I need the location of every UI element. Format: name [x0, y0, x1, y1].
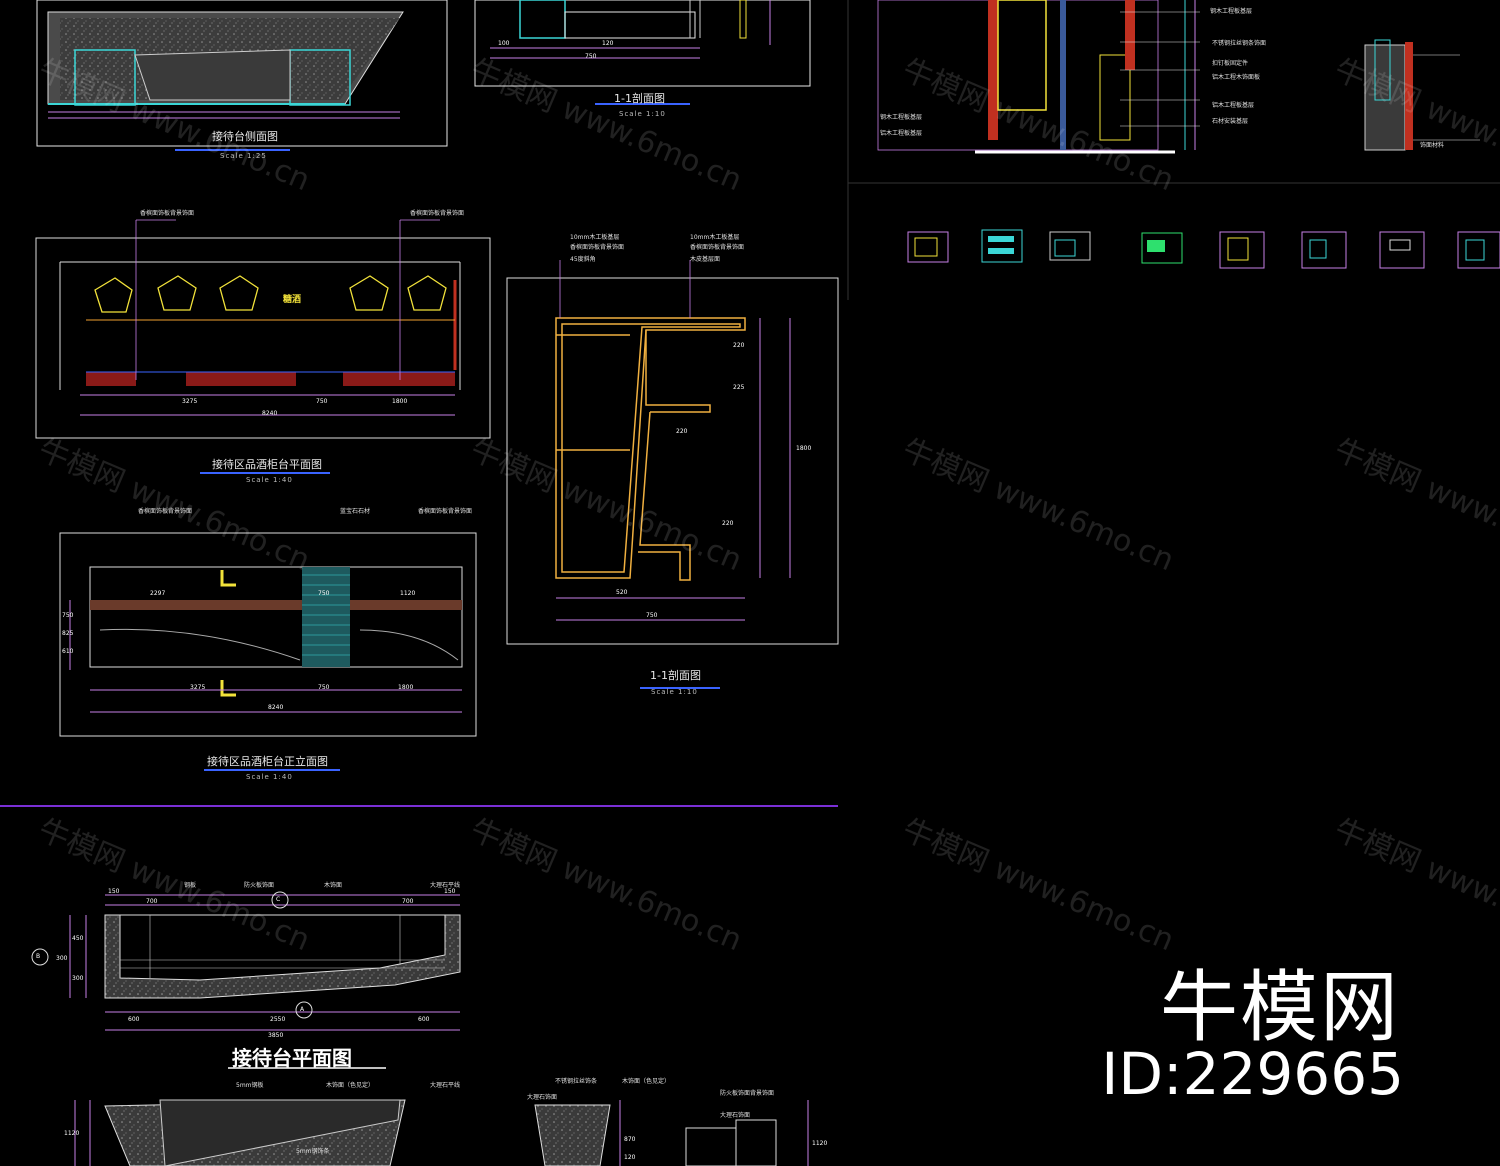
dim-section-top-1: 100 — [498, 40, 510, 47]
dim-section-top-3: 120 — [602, 40, 614, 47]
dim-reception-plan-3: 700 — [402, 898, 414, 905]
note-detail-6: 石材安装基层 — [1212, 118, 1249, 125]
note-cabinet-front-1: 香槟面饰板背景饰面 — [138, 508, 193, 515]
thumbnail-row — [907, 229, 1500, 269]
drawing-scale-cabinet-section: Scale 1:10 — [651, 688, 698, 696]
note-detail-8: 铝木工程板基层 — [880, 130, 923, 137]
dim-reception-plan-5: 600 — [128, 1016, 140, 1023]
dim-cabinet-front-6: 1800 — [398, 684, 414, 691]
note-detail-1: 钢木工程板基层 — [1210, 8, 1253, 15]
note-cabinet-section-4: 10mm木工板基层 — [690, 234, 740, 241]
dim-cabinet-front-9: 825 — [62, 630, 74, 637]
marker-reception-plan-c: C — [276, 896, 281, 903]
drawing-title-cabinet-plan: 接待区品酒柜台平面图 — [212, 458, 322, 471]
note-reception-elev-9: 大理石饰面 — [720, 1112, 751, 1119]
drawing-title-reception-plan: 接待台平面图 — [232, 1046, 352, 1070]
marker-reception-plan-a: A — [300, 1006, 305, 1013]
drawing-scale-cabinet-plan: Scale 1:40 — [246, 476, 293, 484]
dim-reception-plan-11: 300 — [72, 975, 84, 982]
drawing-title-section-top: 1-1剖面图 — [614, 92, 665, 105]
svg-text:糖酒: 糖酒 — [283, 293, 301, 305]
note-reception-elev-8: 防火板饰面背景饰面 — [720, 1090, 775, 1097]
dim-cabinet-section-3: 220 — [676, 428, 688, 435]
reception-elevation-bottom — [74, 1099, 809, 1166]
dim-reception-plan-8: 3850 — [268, 1032, 284, 1039]
dim-cabinet-section-1: 220 — [733, 342, 745, 349]
cabinet-front — [59, 532, 477, 771]
dim-cabinet-section-7: 750 — [646, 612, 658, 619]
dim-reception-elev-1: 1120 — [64, 1130, 80, 1137]
note-reception-plan-4: 大理石平线 — [430, 882, 461, 889]
reception-plan — [31, 891, 461, 1069]
note-reception-elev-4: 5mm钢饰条 — [296, 1148, 330, 1155]
cabinet-section — [506, 260, 839, 689]
note-detail-3: 扣钉板固定件 — [1212, 60, 1249, 67]
dim-reception-plan-4: 150 — [444, 888, 456, 895]
note-reception-elev-1: 5mm钢板 — [236, 1082, 264, 1089]
note-cabinet-section-6: 木皮基层面 — [690, 256, 721, 263]
note-reception-elev-5: 不锈钢拉丝饰条 — [555, 1078, 598, 1085]
note-reception-plan-1: 钢板 — [184, 882, 197, 889]
note-reception-elev-3: 大理石平线 — [430, 1082, 461, 1089]
dim-cabinet-front-10: 610 — [62, 648, 74, 655]
dim-reception-elev-2: 870 — [624, 1136, 636, 1143]
note-cabinet-plan-1: 香槟面饰板背景饰面 — [140, 210, 195, 217]
drawing-title-cabinet-section: 1-1剖面图 — [650, 669, 701, 682]
dim-cabinet-section-4: 220 — [722, 520, 734, 527]
dim-cabinet-plan-4: 8240 — [262, 410, 278, 417]
dim-reception-plan-6: 2550 — [270, 1016, 286, 1023]
details-top-right — [877, 0, 1480, 154]
dim-reception-elev-3: 120 — [624, 1154, 636, 1161]
dim-cabinet-plan-3: 1800 — [392, 398, 408, 405]
note-reception-elev-6: 木饰面（色见定） — [622, 1078, 671, 1085]
dim-cabinet-front-5: 750 — [318, 684, 330, 691]
note-cabinet-section-5: 香槟面饰板背景饰面 — [690, 244, 745, 251]
dim-cabinet-front-1: 2297 — [150, 590, 166, 597]
note-cabinet-plan-2: 香槟面饰板背景饰面 — [410, 210, 465, 217]
dim-cabinet-front-2: 750 — [318, 590, 330, 597]
drawing-scale-cabinet-front: Scale 1:40 — [246, 773, 293, 781]
drawing-title-side-elevation: 接待台侧面图 — [212, 130, 278, 143]
dim-cabinet-front-7: 8240 — [268, 704, 284, 711]
note-reception-elev-7: 大理石饰面 — [527, 1094, 558, 1101]
dim-cabinet-front-3: 1120 — [400, 590, 416, 597]
reception-side-elevation — [36, 0, 448, 151]
brand-logo-text: 牛模网 — [1159, 963, 1400, 1053]
note-detail-2: 不锈钢拉丝钢条饰面 — [1212, 40, 1267, 47]
dim-reception-plan-9: 450 — [72, 935, 84, 942]
brand-id-label: ID:229665 — [1101, 1040, 1404, 1108]
note-cabinet-front-2: 蓝宝石石材 — [340, 508, 371, 515]
dim-section-top-2: 750 — [585, 53, 597, 60]
dim-reception-plan-1: 150 — [108, 888, 120, 895]
note-reception-elev-2: 木饰面（色见定） — [326, 1082, 375, 1089]
dim-reception-plan-10: 300 — [56, 955, 68, 962]
dim-cabinet-plan-1: 3275 — [182, 398, 198, 405]
note-cabinet-section-3: 45度斜角 — [570, 256, 596, 263]
note-cabinet-section-2: 香槟面饰板背景饰面 — [570, 244, 625, 251]
note-reception-plan-3: 木饰面 — [324, 882, 343, 889]
marker-reception-plan-b: B — [36, 953, 41, 960]
drawing-scale-side-elevation: Scale 1:25 — [220, 152, 267, 160]
drawing-scale-section-top: Scale 1:10 — [619, 110, 666, 118]
drawing-title-cabinet-front: 接待区品酒柜台正立面图 — [207, 755, 328, 768]
note-detail-5: 铝木工程板基层 — [1212, 102, 1255, 109]
dim-cabinet-section-5: 1800 — [796, 445, 812, 452]
note-cabinet-section-1: 10mm木工板基层 — [570, 234, 620, 241]
note-detail-7: 钢木工程板基层 — [880, 114, 923, 121]
note-detail-4: 铝木工程木饰面板 — [1212, 74, 1261, 81]
dim-cabinet-section-6: 520 — [616, 589, 628, 596]
note-cabinet-front-3: 香槟面饰板背景饰面 — [418, 508, 473, 515]
dim-reception-plan-7: 600 — [418, 1016, 430, 1023]
dim-cabinet-front-8: 750 — [62, 612, 74, 619]
dim-cabinet-plan-2: 750 — [316, 398, 328, 405]
note-reception-plan-2: 防火板饰面 — [244, 882, 275, 889]
cabinet-plan: 糖酒 — [35, 219, 491, 474]
dim-reception-elev-4: 1120 — [812, 1140, 828, 1147]
dim-reception-plan-2: 700 — [146, 898, 158, 905]
dim-cabinet-section-2: 225 — [733, 384, 745, 391]
dim-cabinet-front-4: 3275 — [190, 684, 206, 691]
section-top — [474, 0, 811, 105]
note-detail-9: 饰面材料 — [1420, 142, 1445, 149]
